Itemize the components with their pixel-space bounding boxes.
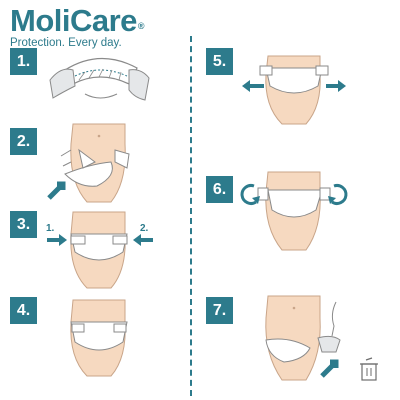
step-1-illustration [49, 57, 150, 101]
step-6-badge: 6. [206, 176, 233, 203]
arrow-icon [242, 80, 250, 92]
step-5-illustration [242, 55, 346, 125]
step-6-illustration [240, 171, 348, 251]
arrow-icon [338, 80, 346, 92]
arrow-icon [133, 234, 141, 246]
fasten-order-label-2: 2. [140, 223, 149, 234]
rotate-arrow-icon [331, 184, 348, 205]
brand-header: MoliCare® Protection. Every day. [10, 3, 145, 50]
right-glove-icon [128, 69, 150, 101]
step-2-illustration [47, 123, 130, 203]
brand-logo: MoliCare® [10, 3, 145, 38]
step-3-badge: 3. [10, 211, 37, 238]
glove-icon [317, 335, 341, 353]
recycle-bin-icon [360, 357, 378, 381]
step-7-badge: 7. [206, 297, 233, 324]
arrow-icon [59, 234, 67, 246]
brand-tagline: Protection. Every day. [10, 37, 122, 49]
step-5-badge: 5. [206, 48, 233, 75]
left-glove-icon [49, 68, 76, 99]
step-3-illustration [47, 211, 153, 289]
arrow-icon [320, 359, 339, 378]
step-7-illustration [265, 295, 378, 381]
rotate-arrow-icon [240, 184, 257, 205]
arrow-icon [47, 181, 66, 200]
step-2-badge: 2. [10, 128, 37, 155]
registered-mark: ® [137, 21, 145, 31]
brand-name: MoliCare [10, 3, 137, 38]
step-1-badge: 1. [10, 48, 37, 75]
step-4-badge: 4. [10, 297, 37, 324]
column-divider [190, 36, 192, 396]
step-4-illustration [70, 299, 128, 377]
fasten-order-label-1: 1. [46, 223, 55, 234]
